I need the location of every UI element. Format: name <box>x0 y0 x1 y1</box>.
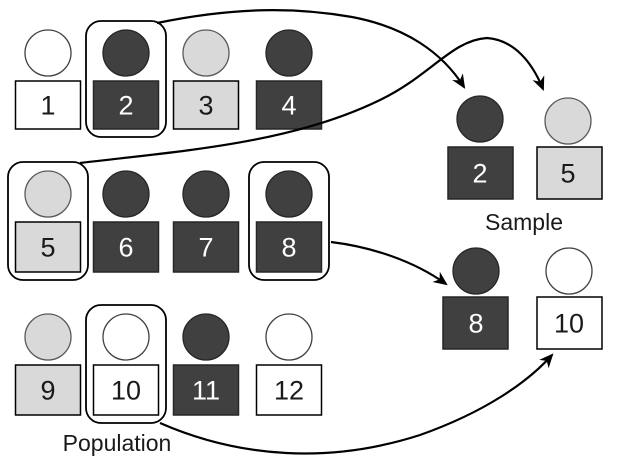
person-number: 11 <box>192 376 220 406</box>
person-number: 9 <box>40 376 55 406</box>
sample-person-5: 5 <box>536 97 603 200</box>
person-body-box <box>14 221 82 273</box>
population-person-6: 6 <box>92 170 160 273</box>
person-head-circle <box>182 313 230 361</box>
person-head-circle <box>182 170 230 218</box>
person-head-circle <box>544 97 592 145</box>
population-person-1: 1 <box>14 29 82 130</box>
selected-outline-population-10 <box>85 304 167 424</box>
person-number: 10 <box>554 309 584 339</box>
population-person-5: 5 <box>14 170 82 273</box>
person-body-box <box>255 80 323 130</box>
person-body-box <box>172 221 240 273</box>
person-number: 8 <box>468 309 483 339</box>
sample-group: 2 5 8 10 <box>442 95 603 350</box>
person-head-circle <box>24 170 72 218</box>
person-body-box <box>255 364 323 416</box>
person-body-box <box>255 221 323 273</box>
population-person-11: 11 <box>172 313 240 416</box>
person-body-box <box>172 80 240 130</box>
population-person-7: 7 <box>172 170 240 273</box>
selected-outline-population-8 <box>248 161 330 281</box>
person-body-box <box>14 80 82 130</box>
person-number: 7 <box>198 233 213 263</box>
person-head-circle <box>265 29 313 77</box>
arrow-population-10-to-sample-10 <box>159 353 554 455</box>
person-head-circle <box>102 313 150 361</box>
person-head-circle <box>24 313 72 361</box>
population-person-4: 4 <box>255 29 323 130</box>
arrow-population-8-to-sample-8 <box>330 240 448 286</box>
person-number: 10 <box>111 376 141 406</box>
person-number: 5 <box>40 233 55 263</box>
person-head-circle <box>102 170 150 218</box>
arrow-population-5-to-sample-5 <box>79 36 545 165</box>
person-head-circle <box>265 170 313 218</box>
person-head-circle <box>24 29 72 77</box>
person-number: 12 <box>274 376 304 406</box>
person-body-box <box>172 364 240 416</box>
population-person-9: 9 <box>14 313 82 416</box>
person-number: 5 <box>560 159 575 189</box>
arrows-group <box>79 9 554 455</box>
person-number: 4 <box>281 91 296 121</box>
population-person-3: 3 <box>172 29 240 130</box>
person-number: 1 <box>40 91 55 121</box>
selected-outline-population-2 <box>85 20 167 138</box>
sample-person-10: 10 <box>536 247 603 350</box>
person-body-box <box>536 296 603 350</box>
person-head-circle <box>265 313 313 361</box>
person-body-box <box>536 146 603 200</box>
selection-outlines <box>7 20 330 424</box>
arrow-population-2-to-sample-2 <box>156 9 466 89</box>
population-person-8: 8 <box>255 170 323 273</box>
person-number: 6 <box>118 233 133 263</box>
person-body-box <box>14 364 82 416</box>
person-body-box <box>92 221 160 273</box>
person-head-circle <box>452 247 500 295</box>
population-person-10: 10 <box>92 313 160 416</box>
person-number: 2 <box>118 91 133 121</box>
population-person-12: 12 <box>255 313 323 416</box>
population-person-2: 2 <box>92 29 160 130</box>
person-number: 2 <box>472 159 487 189</box>
sample-person-8: 8 <box>442 247 509 350</box>
person-head-circle <box>456 95 504 143</box>
person-head-circle <box>545 247 593 295</box>
person-body-box <box>447 146 514 200</box>
sample-person-2: 2 <box>447 95 514 200</box>
person-body-box <box>442 296 509 350</box>
person-body-box <box>92 80 160 130</box>
person-number: 8 <box>281 233 296 263</box>
person-head-circle <box>182 29 230 77</box>
population-label: Population <box>63 430 172 456</box>
person-body-box <box>92 364 160 416</box>
person-head-circle <box>102 29 150 77</box>
selected-outline-population-5 <box>7 161 89 281</box>
person-number: 3 <box>198 91 213 121</box>
sample-label: Sample <box>485 209 563 235</box>
